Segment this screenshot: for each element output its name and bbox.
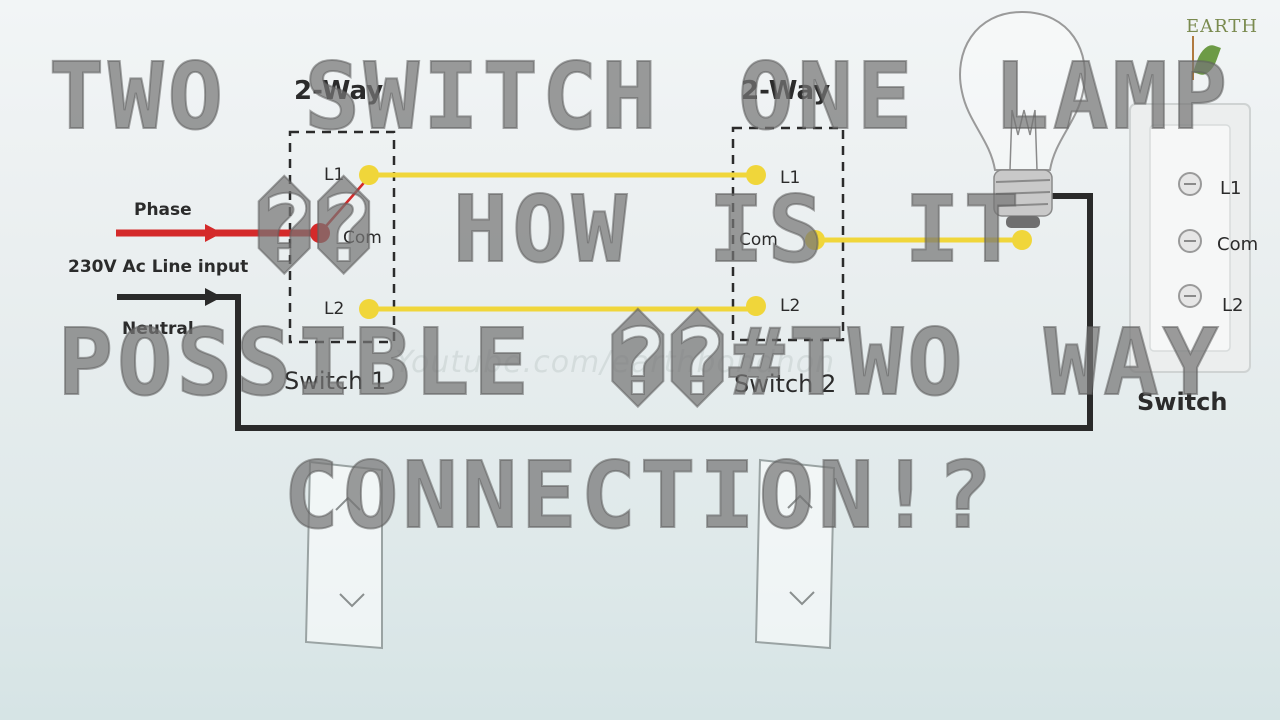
chevron-up-icon <box>335 496 361 511</box>
logo-text: EARTH <box>1186 16 1259 37</box>
lamp-terminal <box>1012 230 1032 250</box>
switch1-l2-label: L2 <box>324 299 344 319</box>
switch2-l2-label: L2 <box>780 296 800 316</box>
line-input-label: 230V Ac Line input <box>68 257 248 277</box>
logo-stem <box>1192 36 1194 80</box>
switch1-name: Switch 1 <box>284 367 386 395</box>
switch2-com-terminal <box>805 230 825 250</box>
switch-photo <box>1129 103 1251 373</box>
switch2-com-label: Com <box>739 230 778 250</box>
switch1-heading: 2-Way <box>294 76 383 106</box>
photo-com-label: Com <box>1217 234 1258 255</box>
switch1-l2-terminal <box>359 299 379 319</box>
switch2-heading: 2-Way <box>741 76 830 106</box>
switch1-box <box>288 130 396 344</box>
photo-l2-label: L2 <box>1222 295 1243 316</box>
switch2-l1-label: L1 <box>780 168 800 188</box>
phase-arrow <box>205 224 222 242</box>
chevron-up-icon <box>787 494 813 509</box>
switch2-l1-terminal <box>746 165 766 185</box>
rocker-switch-1 <box>304 460 383 650</box>
rocker-switch-2 <box>754 458 836 650</box>
neutral-label: Neutral <box>122 319 194 339</box>
watermark: Youtube.com/earthbondhon <box>395 345 836 380</box>
photo-switch-name: Switch <box>1137 388 1227 416</box>
earth-logo: EARTH <box>1180 14 1260 84</box>
light-bulb-icon <box>959 10 1086 228</box>
phase-label: Phase <box>134 200 192 220</box>
switch1-l1-label: L1 <box>324 165 344 185</box>
chevron-down-icon <box>339 593 365 608</box>
switch2-name: Switch 2 <box>734 370 836 398</box>
chevron-down-icon <box>789 591 815 606</box>
leaf-icon <box>1193 41 1221 79</box>
switch1-com-label: Com <box>343 228 382 248</box>
switch1-com-terminal <box>310 223 330 243</box>
photo-l1-label: L1 <box>1220 178 1241 199</box>
switch2-l2-terminal <box>746 296 766 316</box>
neutral-arrow <box>205 288 222 306</box>
switch1-l1-terminal <box>359 165 379 185</box>
switch1-blade <box>319 176 370 234</box>
switch2-box <box>731 126 845 342</box>
